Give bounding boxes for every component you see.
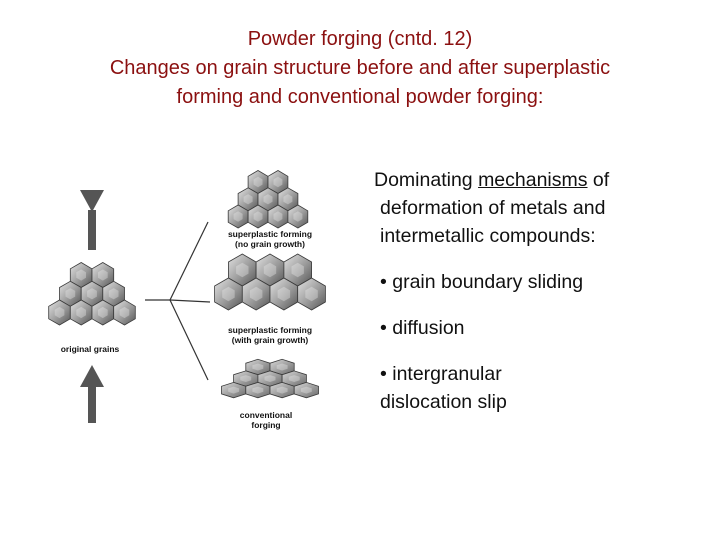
grain-facet <box>87 288 97 300</box>
bullet-intergranular-slip: • intergranular dislocation slip <box>380 363 507 413</box>
grain-facet <box>236 262 249 278</box>
mechanisms-intro: Dominating mechanisms of deformation of … <box>374 166 702 250</box>
grain-clusters <box>48 170 326 399</box>
grain-facet <box>276 363 288 371</box>
grain-facet <box>276 386 288 394</box>
grain-facet <box>65 288 76 300</box>
grain-facet <box>228 386 240 394</box>
grain-facet <box>277 286 291 302</box>
grain-hexagon <box>293 381 319 399</box>
grain-facet <box>108 288 119 300</box>
grain-facet <box>76 306 86 319</box>
grain-facet <box>253 211 263 222</box>
grain-facet <box>252 386 264 394</box>
intro-line-3: intermetallic compounds: <box>380 225 596 247</box>
grain-facet <box>263 194 273 205</box>
grain-facet <box>283 194 293 205</box>
intro-post: of <box>587 169 610 191</box>
bullet-diffusion: • diffusion <box>380 317 465 339</box>
grain-facet <box>98 269 108 281</box>
label-conventional-forging: conventional forging <box>239 410 293 430</box>
intro-line-2: deformation of metals and <box>380 197 606 219</box>
label-original-grains: original grains <box>60 344 120 354</box>
title-line-1: Powder forging (cntd. 12) <box>247 28 473 50</box>
grain-diagram <box>48 170 326 423</box>
grain-facet <box>252 363 264 371</box>
grain-facet <box>288 375 300 382</box>
grain-facet <box>291 262 304 278</box>
grain-facet <box>119 306 130 319</box>
grain-facet <box>222 286 235 302</box>
grain-facet <box>273 211 283 222</box>
grain-facet <box>249 286 263 302</box>
grain-facet <box>264 375 276 382</box>
grain-hexagon <box>287 204 309 229</box>
title-line-2: Changes on grain structure before and af… <box>109 57 611 79</box>
grain-hexagon <box>297 277 326 311</box>
grain-facet <box>76 269 86 281</box>
mechanisms-underlined: mechanisms <box>478 169 588 191</box>
grain-facet <box>293 211 303 222</box>
grain-facet <box>98 306 108 319</box>
grain-facet <box>233 211 243 222</box>
grain-facet <box>54 306 65 319</box>
grain-facet <box>240 375 252 382</box>
grain-facet <box>273 176 283 188</box>
grain-facet <box>253 176 263 188</box>
connector-lines <box>145 221 211 381</box>
label-superplastic-no-growth: superplastic forming (no grain growth) <box>227 229 313 249</box>
compression-arrow-top-icon <box>80 190 104 250</box>
bullet-grain-boundary-sliding: • grain boundary sliding <box>380 271 584 293</box>
title-line-3: forming and conventional powder forging: <box>176 86 544 108</box>
label-superplastic-with-growth: superplastic forming (with grain growth) <box>227 325 313 345</box>
grain-facet <box>305 286 318 302</box>
grain-hexagon <box>113 299 136 326</box>
intro-pre: Dominating <box>374 169 479 191</box>
grain-facet <box>300 386 312 394</box>
grain-facet <box>263 262 277 278</box>
mechanisms-text: Dominating mechanisms of deformation of … <box>372 166 702 416</box>
slide-title: Powder forging (cntd. 12) Changes on gra… <box>0 25 720 112</box>
compression-arrow-bottom-icon <box>80 365 104 423</box>
grain-structure-figure: original grains superplastic forming (no… <box>30 160 350 445</box>
grain-facet <box>243 194 253 205</box>
